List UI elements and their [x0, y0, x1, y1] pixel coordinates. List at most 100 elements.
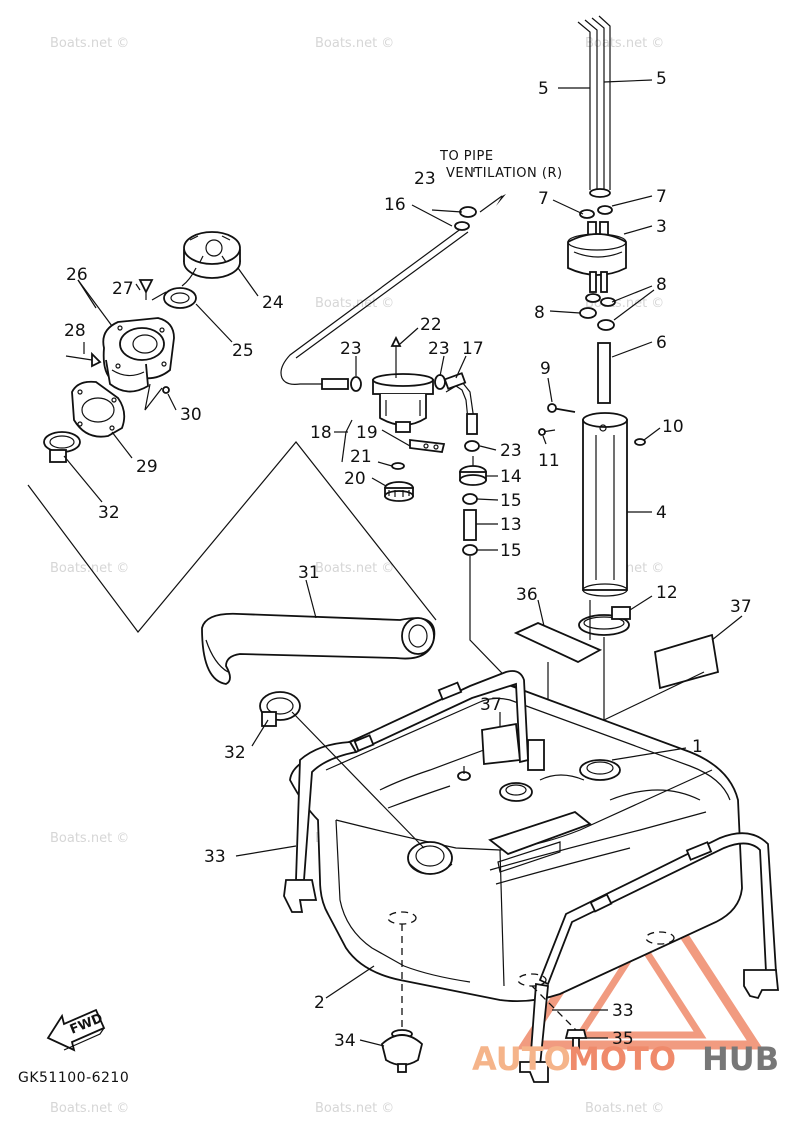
automotohub-logo-text: AUTO MOTO HUB [472, 1040, 779, 1078]
callout-1: 1 [692, 737, 703, 757]
pipe-part-13 [463, 509, 477, 541]
clamp-part-23 [459, 206, 477, 218]
bracket-part-19 [409, 438, 446, 453]
callout-37: 37 [730, 597, 752, 617]
diagram-code: GK51100-6210 [18, 1070, 129, 1086]
logo-part-moto: MOTO [568, 1040, 676, 1078]
callout-25: 25 [232, 341, 254, 361]
callout-27: 27 [112, 279, 134, 299]
callout-33: 33 [612, 1001, 634, 1021]
callout-numbers: 5 5 7 7 3 8 8 6 9 10 11 4 12 36 37 37 1 … [64, 69, 752, 1051]
leader-dashed [531, 985, 577, 1031]
watermark: Boats.net © [50, 1101, 129, 1116]
arrow-to-pipe-ventilation [479, 194, 506, 213]
callout-23: 23 [500, 441, 522, 461]
strap-part-25 [151, 267, 197, 309]
clamp-part-23 [464, 440, 480, 452]
callout-14: 14 [500, 467, 522, 487]
watermark: Boats.net © [315, 36, 394, 51]
screw-part-27 [138, 279, 154, 300]
callout-2: 2 [314, 993, 325, 1013]
pad-part-37 [481, 722, 521, 765]
callout-23: 23 [428, 339, 450, 359]
callout-17: 17 [462, 339, 484, 359]
strap-part-33-rear [519, 832, 779, 1083]
pad-part-37 [654, 633, 720, 690]
forward-arrow-icon: FWD [46, 1008, 105, 1052]
logo-part-auto: AUTO [472, 1040, 571, 1078]
callout-21: 21 [350, 447, 372, 467]
watermark: Boats.net © [50, 36, 129, 51]
callout-31: 31 [298, 563, 320, 583]
callout-19: 19 [356, 423, 378, 443]
clamp-part-15 [462, 544, 478, 556]
tank-vent-fitting [457, 766, 471, 781]
tank-sender-pad [488, 810, 592, 856]
filler-cap-part-24 [183, 231, 241, 279]
callout-26: 26 [66, 265, 88, 285]
watermark: Boats.net © [585, 36, 664, 51]
callout-6: 6 [656, 333, 667, 353]
pad-part-36 [513, 622, 603, 664]
filler-hose-part-31 [201, 612, 436, 685]
fuel-sender-part-3 [567, 221, 627, 293]
clamps-part-8 [579, 293, 616, 331]
callout-12: 12 [656, 583, 678, 603]
callout-37: 37 [480, 695, 502, 715]
callout-15: 15 [500, 491, 522, 511]
screw-part-11 [538, 428, 556, 436]
connector-part-22 [390, 335, 402, 378]
callout-35: 35 [612, 1029, 634, 1049]
watermark: Boats.net © [50, 561, 129, 576]
callout-34: 34 [334, 1031, 356, 1051]
leader [291, 711, 425, 849]
joint-part-14 [459, 456, 487, 486]
callout-32: 32 [98, 503, 120, 523]
hose-band-part-32 [259, 691, 301, 727]
callout-8: 8 [656, 275, 667, 295]
filter-bowl-part-20 [384, 481, 414, 502]
callout-18: 18 [310, 423, 332, 443]
callout-4: 4 [656, 503, 667, 523]
tank-sender-port [579, 759, 621, 781]
callout-3: 3 [656, 217, 667, 237]
tube-part-4 [582, 412, 628, 597]
callout-8: 8 [534, 303, 545, 323]
callout-7: 7 [538, 189, 549, 209]
callout-7: 7 [656, 187, 667, 207]
pipe-part-6 [597, 342, 611, 404]
clamp-part-23-left [350, 376, 362, 392]
callout-5: 5 [656, 69, 667, 89]
clamp-part-15 [462, 493, 478, 505]
callout-11: 11 [538, 451, 560, 471]
tank-filler-neck [407, 841, 453, 875]
tank-rib [497, 841, 561, 873]
callout-36: 36 [516, 585, 538, 605]
washer-part-10 [634, 438, 646, 446]
callout-20: 20 [344, 469, 366, 489]
gasket-part-29 [71, 380, 126, 438]
hose-leader-outline [27, 441, 437, 633]
watermark: Boats.net © [50, 831, 129, 846]
callout-32: 32 [224, 743, 246, 763]
callout-29: 29 [136, 457, 158, 477]
bolt-part-9 [547, 403, 576, 413]
note-line-1: TO PIPE [439, 149, 494, 164]
mount-location [645, 931, 675, 945]
callout-30: 30 [180, 405, 202, 425]
strap-part-33-front [283, 670, 529, 913]
callout-28: 28 [64, 321, 86, 341]
watermark: Boats.net © [585, 1101, 664, 1116]
screw-part-28 [65, 351, 102, 368]
band-part-12 [578, 606, 631, 636]
pad-part-36 [527, 739, 545, 771]
note-line-2: VENTILATION (R) [446, 166, 563, 181]
callout-5: 5 [538, 79, 549, 99]
rubber-mount-part-34 [380, 1029, 424, 1073]
leader [603, 671, 705, 721]
o-ring-part-21 [391, 462, 405, 470]
vent-hose-part-16 [280, 221, 470, 390]
callout-24: 24 [262, 293, 284, 313]
callout-22: 22 [420, 315, 442, 335]
